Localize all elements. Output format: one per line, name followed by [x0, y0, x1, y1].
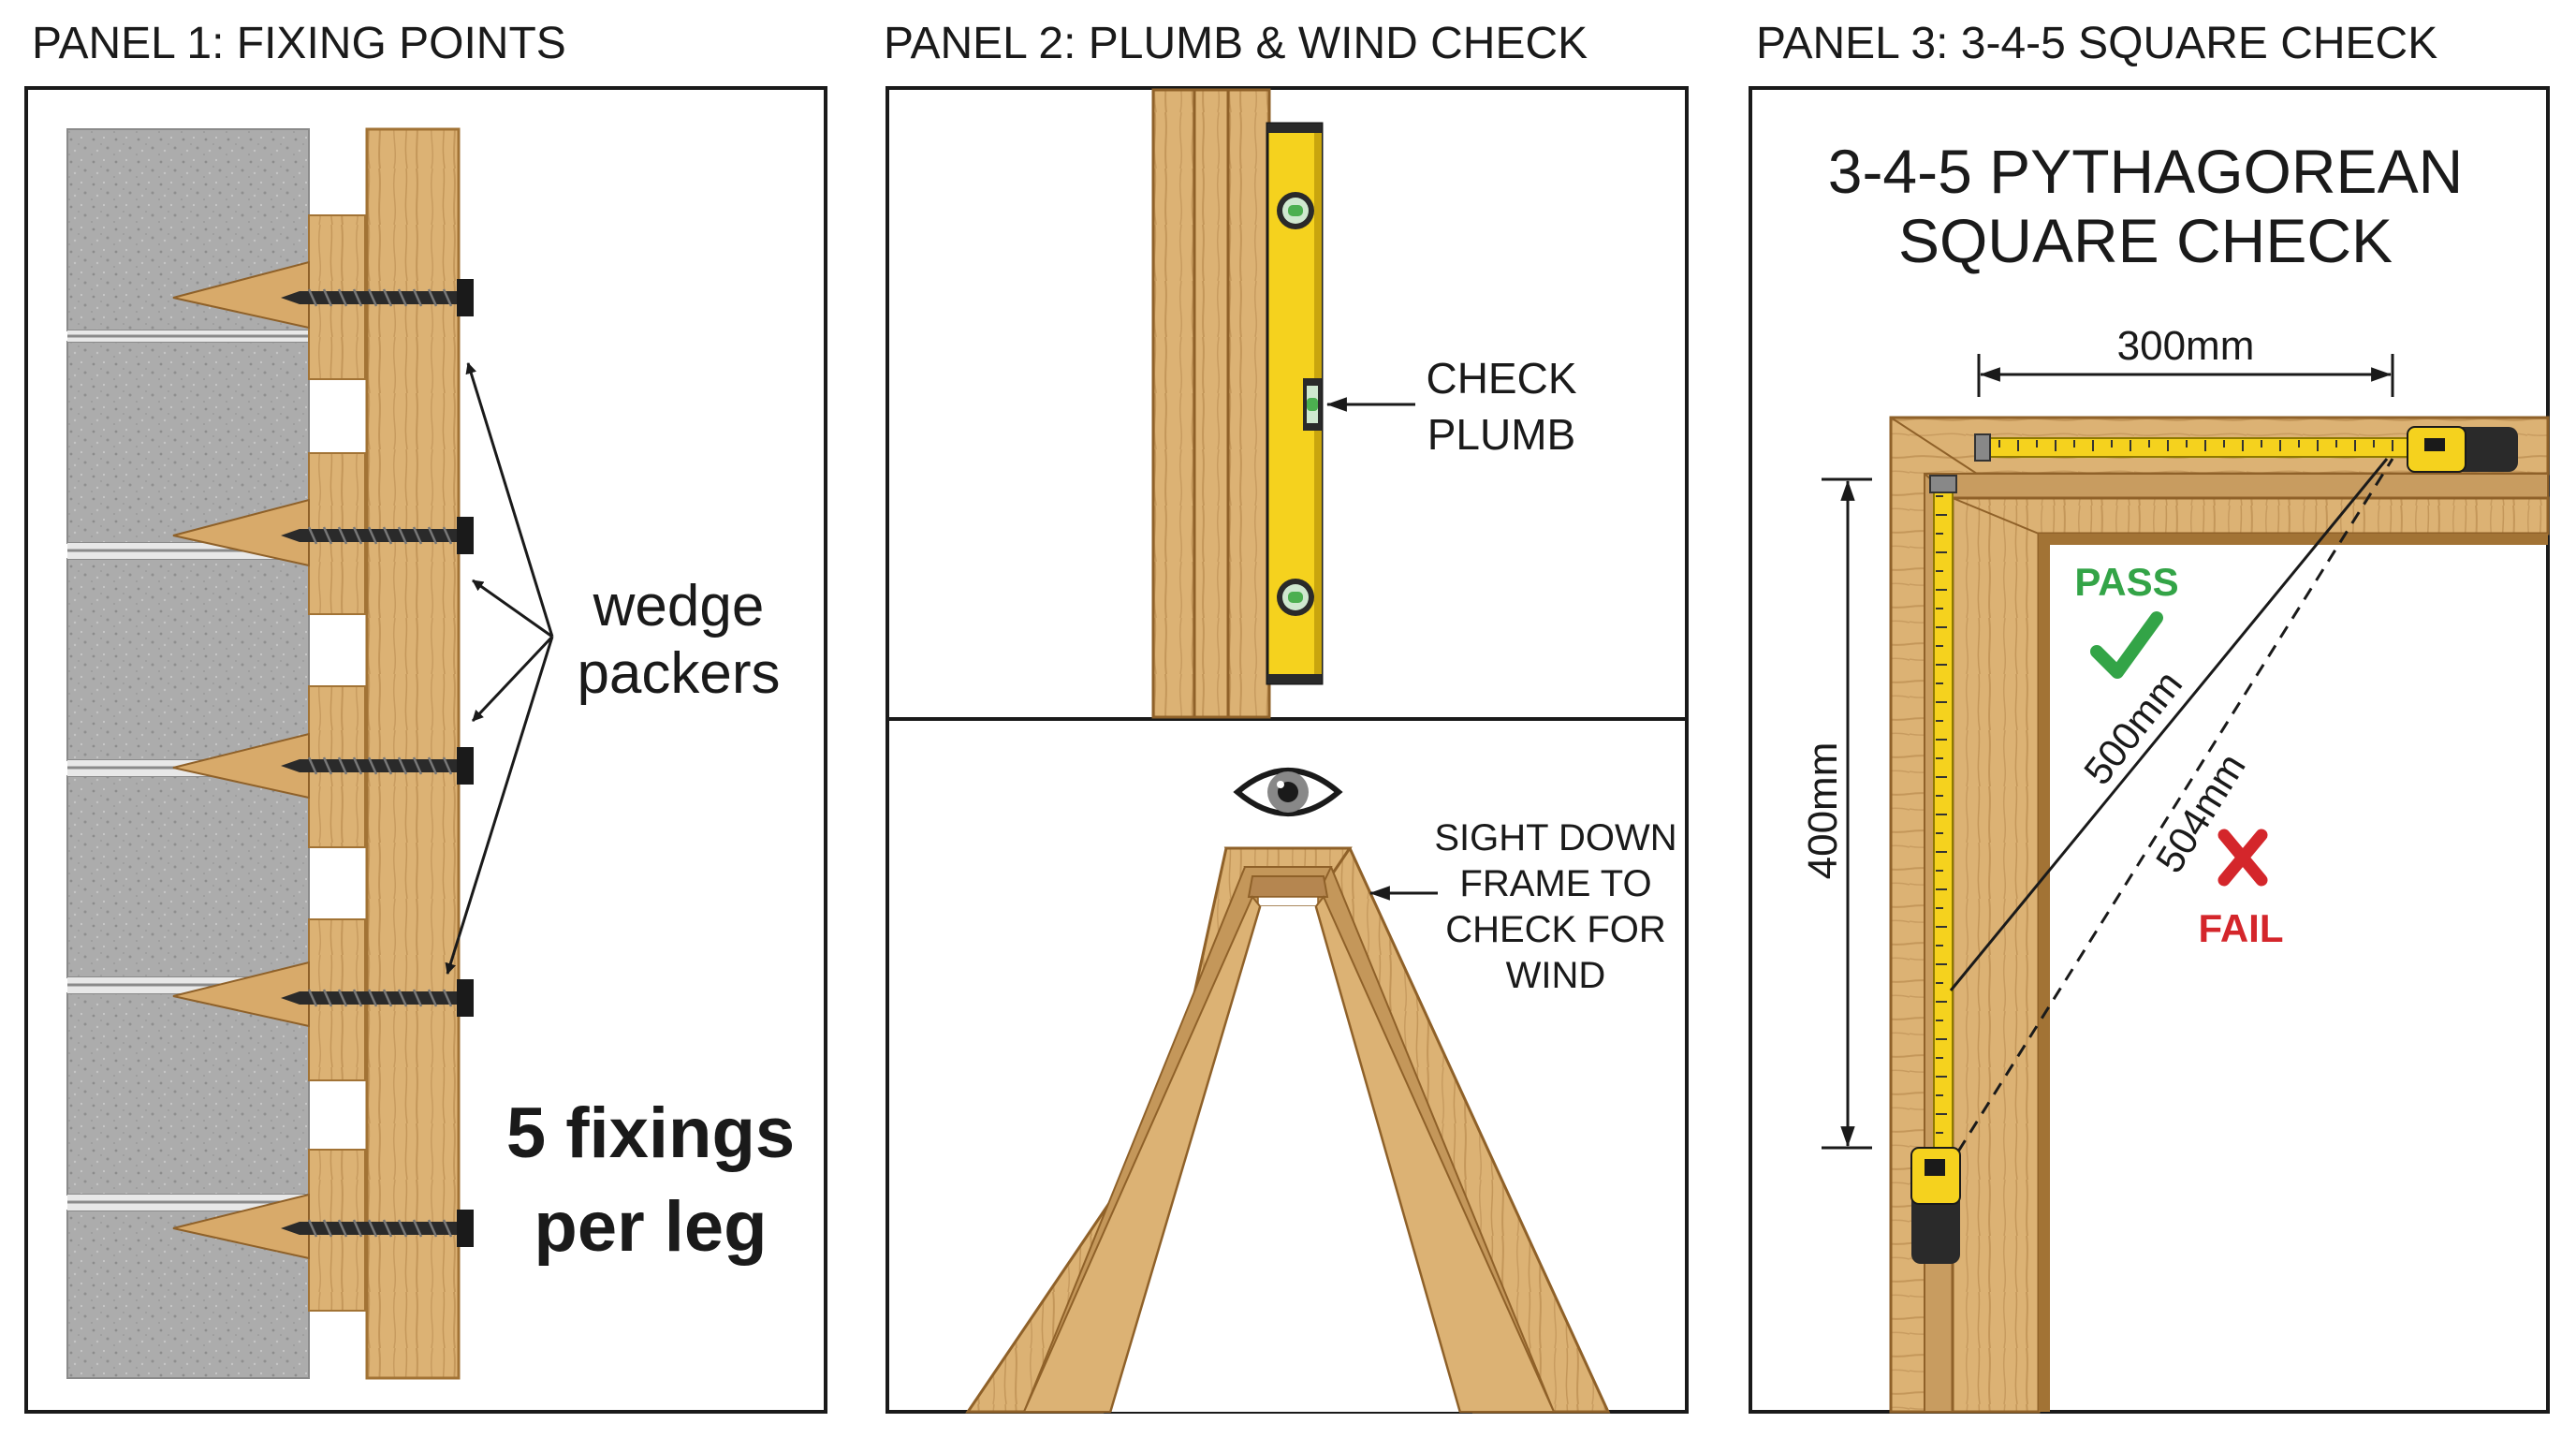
dimension-400	[1822, 477, 1872, 1150]
diagonal-504-fail	[1956, 458, 2394, 1152]
block-wall	[66, 128, 310, 1379]
eye-icon	[1233, 768, 1343, 816]
screw-icon	[281, 517, 474, 554]
sight-down-label-line4: WIND	[1506, 955, 1606, 996]
square-check-heading-line2: SQUARE CHECK	[1898, 206, 2393, 275]
panel-3-title: PANEL 3: 3-4-5 SQUARE CHECK	[1756, 19, 2437, 68]
panel-1-title: PANEL 1: FIXING POINTS	[32, 19, 566, 68]
dimension-300-label: 300mm	[2117, 323, 2255, 369]
dimension-300	[1977, 354, 2394, 397]
tape-measure-icon	[1910, 475, 1961, 1264]
cross-icon	[2217, 829, 2268, 887]
pass-label: PASS	[2074, 560, 2178, 604]
fixings-count-line1: 5 fixings	[506, 1093, 795, 1173]
frame-perspective-view	[965, 846, 1611, 1414]
check-icon	[2090, 611, 2163, 679]
spirit-level-icon	[1266, 122, 1324, 685]
dimension-400-label: 400mm	[1800, 742, 1846, 880]
square-check-heading-line1: 3-4-5 PYTHAGOREAN	[1828, 137, 2464, 206]
wedge-packers-label-line1: wedge	[593, 574, 765, 638]
fixings-count-line2: per leg	[534, 1187, 767, 1267]
wedge-packers	[172, 260, 310, 1260]
diagonal-500-pass	[1949, 458, 2389, 991]
frame-jamb-side	[1151, 88, 1271, 719]
door-frame-leg	[365, 127, 461, 1380]
screw-icon	[281, 1210, 474, 1247]
wedge-packers-label-line2: packers	[577, 641, 780, 706]
sight-down-label-line2: FRAME TO	[1459, 863, 1651, 904]
panel-1-fixing-points: wedge packers 5 fixings per leg	[24, 86, 827, 1414]
screw-icon	[281, 279, 474, 316]
fail-label: FAIL	[2199, 906, 2284, 950]
sight-down-label-line3: CHECK FOR	[1445, 909, 1666, 950]
screw-icon	[281, 979, 474, 1017]
tape-measure-icon	[1974, 426, 2518, 473]
fixing-screws	[281, 279, 474, 1247]
panel-2-plumb-wind: CHECK PLUMB SIGHT DOWN FRAME TO CHECK FO…	[886, 86, 1689, 1414]
sight-down-label-line1: SIGHT DOWN	[1434, 817, 1676, 858]
check-plumb-label-line1: CHECK	[1426, 354, 1576, 403]
check-plumb-label-line2: PLUMB	[1427, 410, 1575, 459]
packer-leader-lines	[445, 362, 554, 975]
frame-corner	[1889, 416, 2550, 1414]
panel-2-title: PANEL 2: PLUMB & WIND CHECK	[884, 19, 1588, 68]
panel-3-square-check: 3-4-5 PYTHAGOREAN SQUARE CHECK	[1749, 86, 2550, 1414]
screw-icon	[281, 747, 474, 785]
